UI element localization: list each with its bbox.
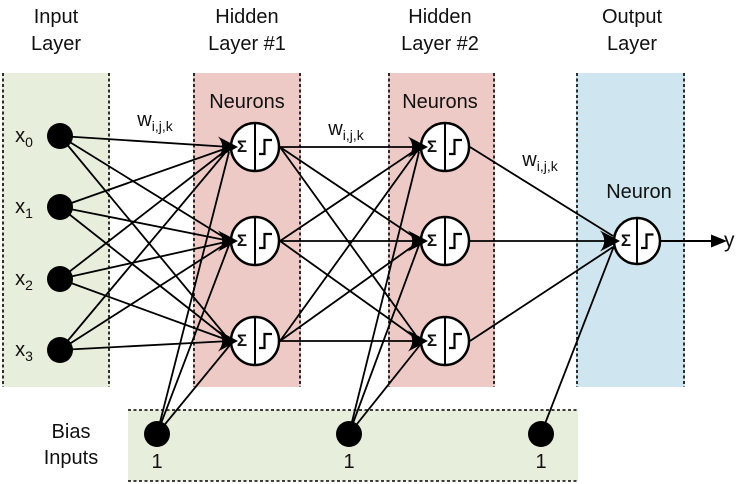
bias-node-1 <box>144 421 170 447</box>
sum-glyph: Σ <box>236 231 248 250</box>
output-arrow <box>660 234 727 248</box>
weight-label-2: wi,j,k <box>328 118 364 143</box>
input-node-x1 <box>47 194 73 220</box>
hidden2-neurons-label: Neurons <box>402 91 478 113</box>
hidden-layer-2-title: Hidden Layer #2 <box>401 6 479 55</box>
sum-glyph: Σ <box>236 331 248 350</box>
output-layer-title: Output Layer <box>601 6 663 55</box>
weight-label-3: wi,j,k <box>522 149 558 174</box>
input-label-x1: x1 <box>15 196 33 221</box>
input-label-x3: x3 <box>15 339 33 364</box>
weight-label-1: wi,j,k <box>137 109 173 134</box>
step-function-icon <box>259 232 272 250</box>
node-dots <box>47 123 554 447</box>
output-neuron-label: Neuron <box>606 181 672 203</box>
step-function-icon <box>259 332 272 350</box>
step-function-icon <box>449 332 462 350</box>
hidden1-neurons-label: Neurons <box>209 91 285 113</box>
connections-hidden2-to-output <box>469 146 614 342</box>
bias-node-2 <box>336 421 362 447</box>
input-node-x3 <box>47 337 73 363</box>
input-label-x0: x0 <box>15 125 33 150</box>
sum-glyph: Σ <box>620 231 632 250</box>
sum-glyph: Σ <box>426 331 438 350</box>
step-function-icons <box>259 138 654 350</box>
step-function-icon <box>641 233 654 250</box>
input-label-x2: x2 <box>15 268 33 293</box>
input-node-x2 <box>47 266 73 292</box>
bias-value-1: 1 <box>151 451 163 473</box>
input-layer-title: Input Layer <box>30 6 82 55</box>
step-function-icon <box>259 138 272 156</box>
bias-node-3 <box>528 421 554 447</box>
connections-input-to-hidden1 <box>59 135 231 351</box>
input-node-x0 <box>47 123 73 149</box>
bias-inputs-label: Bias Inputs <box>43 421 99 469</box>
connections-bias <box>156 151 615 435</box>
input-arrow-wedges <box>218 136 620 352</box>
neuron-dividers <box>254 123 638 365</box>
bias-value-2: 1 <box>343 451 355 473</box>
step-function-icon <box>449 138 462 156</box>
sum-glyph: Σ <box>426 137 438 156</box>
sum-glyph: Σ <box>236 137 248 156</box>
output-arrowhead-icon <box>711 234 727 248</box>
output-value-label: y <box>724 229 735 252</box>
hidden-layer-1-title: Hidden Layer #1 <box>208 6 286 55</box>
step-function-icon <box>449 232 462 250</box>
bias-value-3: 1 <box>535 451 547 473</box>
sum-glyph: Σ <box>426 231 438 250</box>
